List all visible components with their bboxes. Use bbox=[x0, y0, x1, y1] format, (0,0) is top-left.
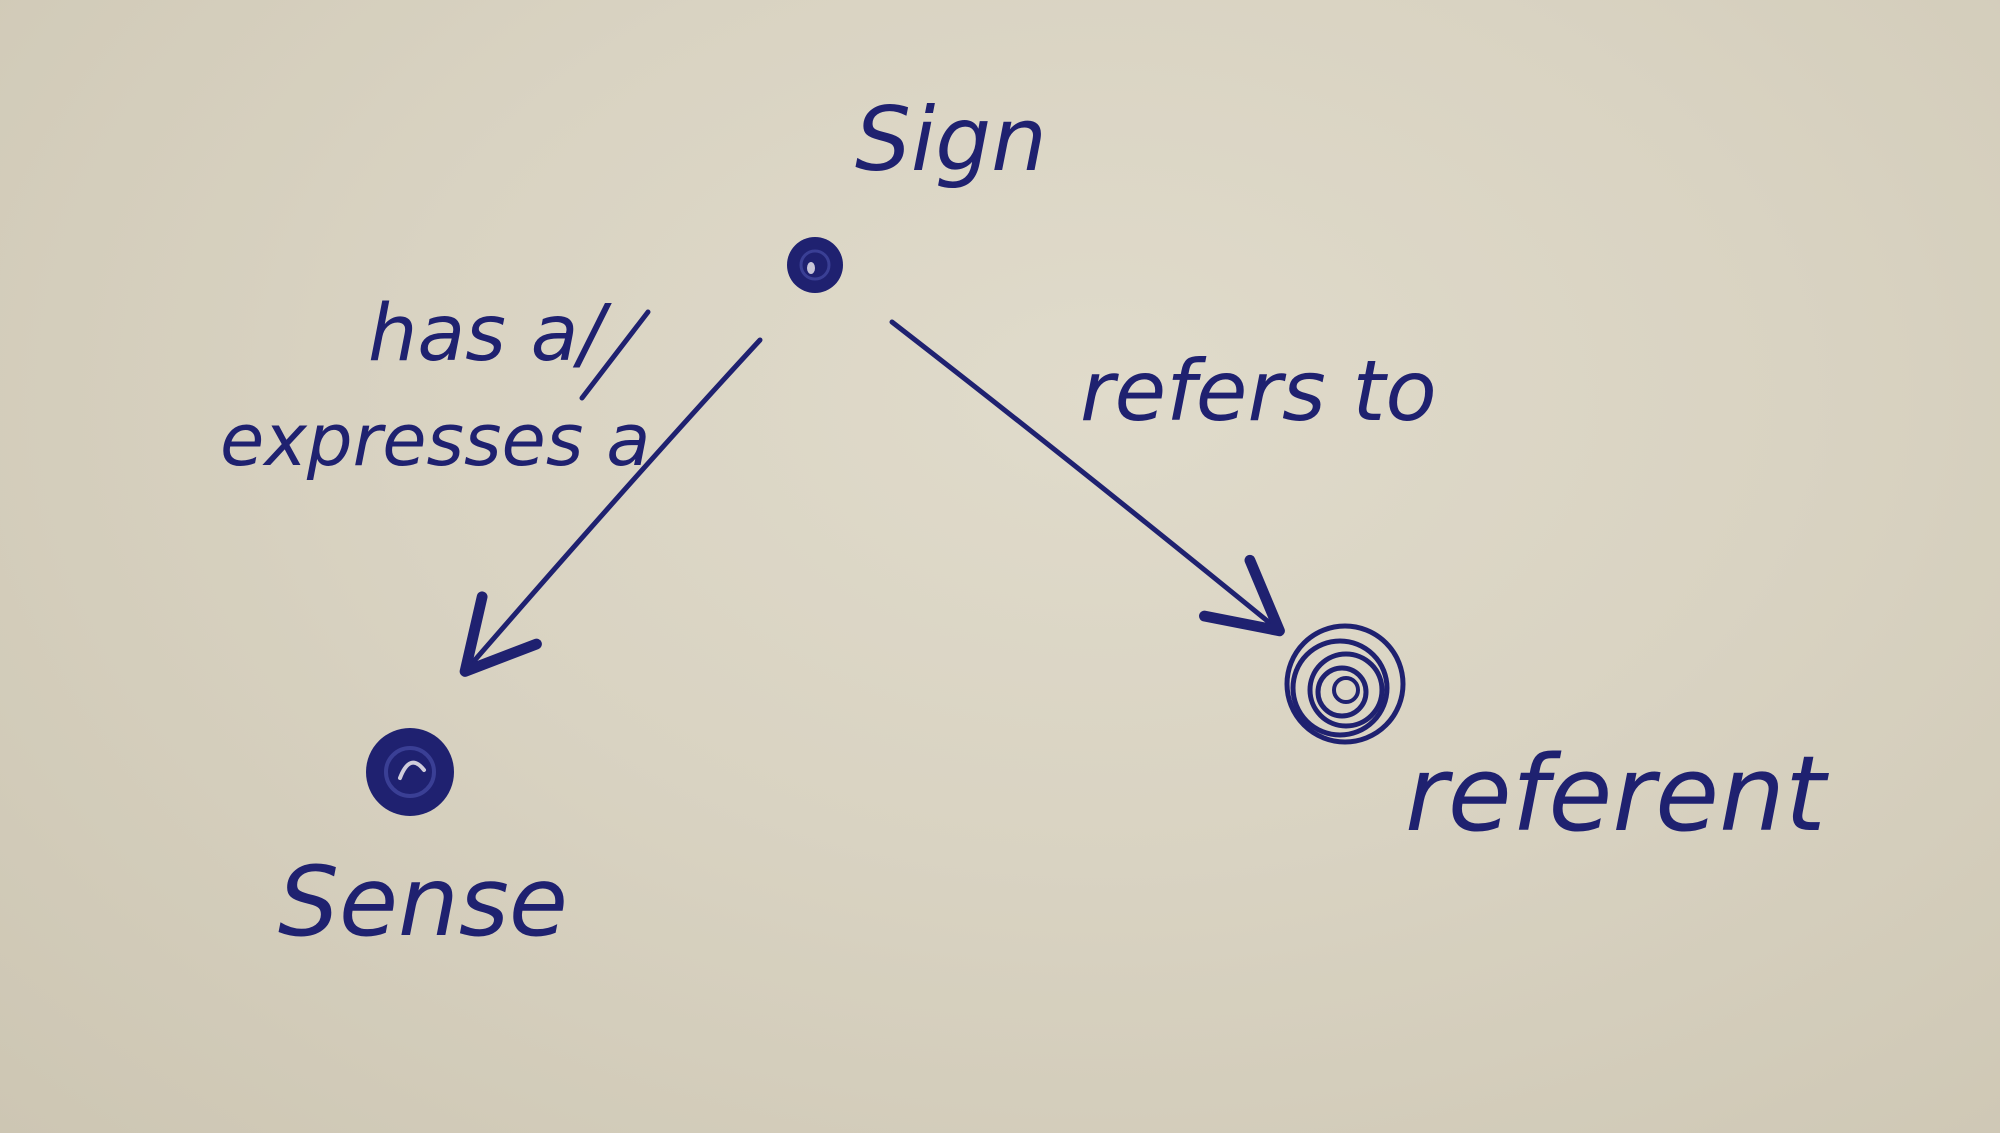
edge-sign-to-sense bbox=[459, 309, 763, 677]
node-sense bbox=[366, 728, 454, 816]
referent-label: referent bbox=[1405, 733, 1829, 855]
edge-label-has-a: has a/ bbox=[368, 289, 612, 379]
arrow-sign-to-referent bbox=[889, 319, 1285, 637]
edge-sign-to-referent bbox=[889, 319, 1285, 637]
arrow-sign-to-sense bbox=[459, 337, 763, 677]
referent-circle-outer bbox=[1284, 623, 1406, 745]
edge-label-refers-to: refers to bbox=[1080, 342, 1437, 440]
node-sign bbox=[787, 237, 843, 293]
sign-dot bbox=[787, 237, 843, 293]
sign-label: Sign bbox=[855, 88, 1047, 191]
sense-label: Sense bbox=[278, 846, 568, 958]
sense-dot bbox=[366, 728, 454, 816]
node-referent bbox=[1284, 623, 1406, 745]
edge-label-expresses-a: expresses a bbox=[220, 398, 650, 482]
slash-mark bbox=[579, 309, 651, 401]
